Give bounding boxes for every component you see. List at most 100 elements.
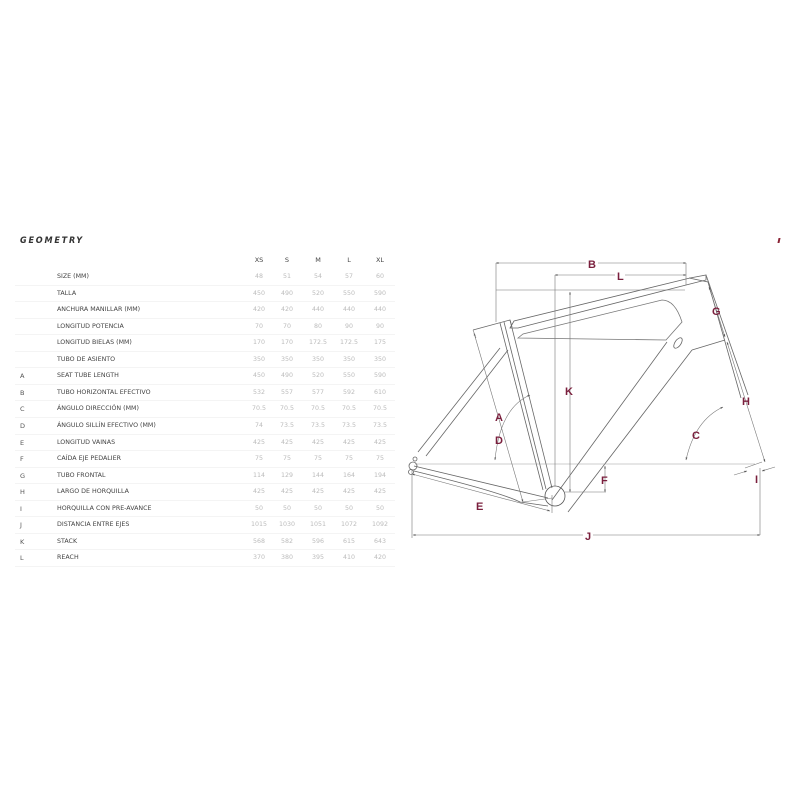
cell-value: 1072 [340,521,358,529]
cell-value: 420 [280,306,294,314]
cell-value: 395 [311,554,325,562]
row-label: STACK [57,537,78,545]
row-letter: C [20,405,25,414]
cell-value: 450 [252,289,266,297]
cell-value: 420 [373,554,387,562]
cell-value: 577 [311,388,325,396]
column-header-xs: XS [254,256,264,264]
label-d: D [495,435,503,447]
cell-value: 425 [252,488,266,496]
row-label: ANCHURA MANILLAR (MM) [57,306,141,314]
table-header: XS S M L XL [0,253,400,269]
label-c: C [692,430,700,442]
row-label: TUBO FRONTAL [57,471,106,479]
cell-value: 440 [342,306,356,314]
cell-value: 425 [280,488,294,496]
cell-value: 520 [311,372,325,380]
cell-value: 170 [280,339,294,347]
row-label: TALLA [57,289,77,297]
cell-value: 425 [342,488,356,496]
cell-value: 194 [373,471,387,479]
cell-value: 350 [280,355,294,363]
cell-value: 73.5 [310,421,326,429]
cell-value: 164 [342,471,356,479]
row-divider [15,532,395,534]
row-label: DISTANCIA ENTRE EJES [57,521,130,529]
cell-value: 73.5 [279,421,295,429]
row-letter: I [20,504,22,513]
cell-value: 1092 [371,521,389,529]
cell-value: 550 [342,289,356,297]
row-letter: B [20,388,25,397]
row-divider [15,516,395,518]
cell-value: 350 [373,355,387,363]
cell-value: 175 [373,339,387,347]
row-divider [15,483,395,485]
row-letter: D [20,421,26,430]
cell-value: 114 [252,471,266,479]
cell-value: 550 [342,372,356,380]
row-divider [15,284,395,286]
cell-value: 520 [311,289,325,297]
row-divider [15,499,395,501]
cell-value: 425 [311,488,325,496]
label-b: B [588,259,596,271]
row-label: LONGITUD BIELAS (MM) [57,339,132,347]
cell-value: 70.5 [372,405,388,413]
cell-value: 75 [313,455,322,463]
cell-value: 590 [373,372,387,380]
cell-value: 590 [373,289,387,297]
column-header-s: S [284,256,290,264]
cell-value: 582 [280,537,294,545]
cell-value: 73.5 [341,421,357,429]
cell-value: 450 [252,372,266,380]
row-label: LONGITUD POTENCIA [57,322,124,330]
row-letter: A [20,372,25,381]
cell-value: 172.5 [308,339,328,347]
row-divider [15,367,395,369]
frame-geometry-diagram: B L K A D G H C F I E J [408,257,776,543]
column-header-l: L [347,256,351,264]
label-f: F [601,475,608,487]
row-divider [15,565,395,567]
cell-value: 350 [252,355,266,363]
cell-value: 70 [254,322,263,330]
cell-value: 48 [254,273,263,280]
row-letter: H [20,488,25,497]
row-letter: J [20,521,22,530]
cell-value: 54 [313,273,322,280]
cell-value: 440 [373,306,387,314]
cell-value: 57 [344,273,353,280]
cell-value: 129 [280,471,294,479]
cell-value: 610 [373,388,387,396]
cell-value: 1015 [250,521,268,529]
label-k: K [565,386,573,398]
row-letter: E [20,438,25,447]
cell-value: 380 [280,554,294,562]
cell-value: 90 [344,322,353,330]
cell-value: 50 [254,504,263,512]
label-j: J [585,531,591,543]
cell-value: 75 [375,455,384,463]
label-i: I [755,474,758,486]
cell-value: 350 [342,355,356,363]
cell-value: 440 [311,306,325,314]
label-e: E [476,501,483,513]
row-letter: L [20,554,24,563]
row-label: SEAT TUBE LENGTH [57,372,119,380]
label-g: G [712,306,721,318]
cell-value: 51 [282,273,291,280]
cell-value: 1051 [309,521,327,529]
cell-value: 532 [252,388,266,396]
row-divider [15,317,395,319]
cell-value: 70.5 [251,405,267,413]
row-label: TUBO HORIZONTAL EFECTIVO [57,388,151,396]
column-header-xl: XL [375,256,385,264]
